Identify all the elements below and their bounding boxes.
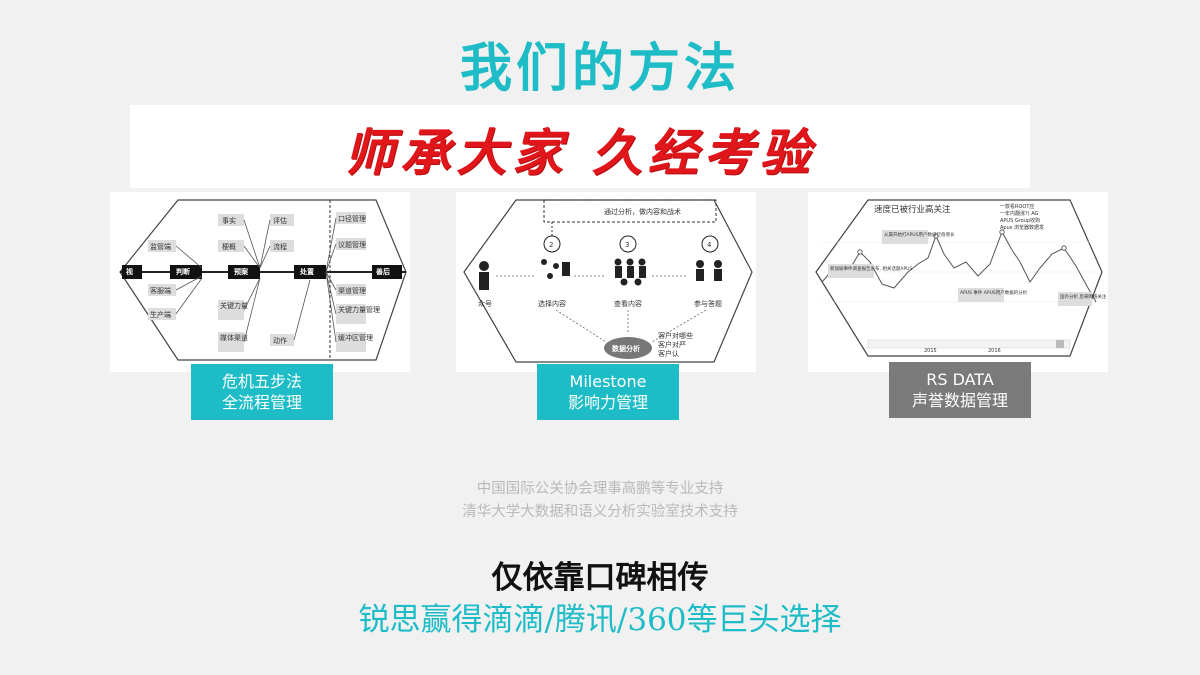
label-milestone-line2: 影响力管理 (567, 393, 648, 412)
rs-annotation-4: 国外分析 后来网络关注 (1060, 293, 1107, 300)
milestone-top-note: 通过分析，做内容和战术 (604, 207, 681, 216)
flow-step-4: 处置 (299, 267, 314, 276)
card-milestone: 通过分析，做内容和战术 2 3 4 众号 选择内容 查看内容 参与答题 (456, 192, 756, 372)
label-rs-line2: 声誉数据管理 (911, 391, 1008, 410)
tagline-word-of-mouth: 仅依靠口碑相传 (491, 560, 709, 596)
rs-axis-year-2: 2016 (988, 348, 1001, 354)
label-milestone-line1: Milestone (569, 372, 647, 391)
crisis-flow-diagram: 视 判断 预案 处置 善后 监管端 客服端 生产端 事实 梗概 关键力量 媒体渠… (119, 199, 407, 361)
milestone-diagram: 通过分析，做内容和战术 2 3 4 众号 选择内容 查看内容 参与答题 (463, 199, 753, 363)
rs-legend-2: 一年内翻涨?) AG (1000, 210, 1039, 217)
rs-legend-3: APUS Group收购 (1000, 217, 1040, 224)
step-number-2: 2 (549, 241, 553, 249)
step-number-4: 4 (707, 241, 712, 249)
credit-line-2: 清华大学大数据和语义分析实验室技术支持 (462, 504, 738, 520)
card-crisis-five-step: 视 判断 预案 处置 善后 监管端 客服端 生产端 事实 梗概 关键力量 媒体渠… (110, 192, 410, 372)
right-box-3: 动作 (273, 336, 287, 345)
left-box-2: 客服端 (150, 286, 171, 295)
flow-step-2: 判断 (176, 267, 190, 276)
rs-annotation-1: 从属开始打APUS用户数排行值增长 (884, 231, 955, 238)
far-right-box-2: 议题管理 (338, 240, 366, 249)
mid-box-2: 梗概 (222, 242, 236, 251)
stage-label-4: 参与答题 (694, 299, 722, 308)
rs-axis-year-1: 2015 (924, 348, 937, 354)
left-box-1: 监管端 (150, 242, 171, 251)
rs-legend-1: 一款看ROOT应 (1000, 203, 1034, 210)
rs-headline: 速度已被行业高关注 (874, 204, 951, 215)
far-right-box-5: 缓冲区管理 (338, 333, 373, 342)
mid-box-1: 事实 (222, 216, 236, 225)
rs-legend-4: Apus 浏览器数据发 (1000, 224, 1044, 231)
rs-annotation-3: APUS 事件 APUS用户数据的分析 (960, 289, 1028, 296)
flow-step-1: 视 (126, 267, 133, 276)
flow-step-3: 预案 (234, 267, 249, 276)
rs-data-chart: 速度已被行业高关注 一款看ROOT应 一年内翻涨?) AG APUS Group… (815, 199, 1107, 357)
credits: 中国国际公关协会理事高鹏等专业支持 清华大学大数据和语义分析实验室技术支持 (0, 478, 1200, 524)
stage-label-2: 选择内容 (538, 299, 566, 308)
slogan-banner: 师承大家 久经考验 (130, 105, 1030, 188)
tagline-clients: 锐思赢得滴滴/腾讯/360等巨头选择 (358, 602, 842, 638)
page-title: 我们的方法 (459, 39, 740, 99)
rs-annotation-2: 新加坡事件调查报告发布, 相关话题APUS (830, 265, 912, 272)
label-crisis-five-step: 危机五步法 全流程管理 (191, 364, 333, 420)
label-crisis-line1: 危机五步法 (221, 372, 302, 391)
right-box-2: 流程 (273, 242, 287, 251)
right-box-1: 评估 (273, 216, 287, 225)
far-right-box-4: 关键力量管理 (338, 305, 380, 314)
label-rs-line1: RS DATA (926, 370, 994, 389)
far-right-box-3: 渠道管理 (338, 286, 366, 295)
label-rs-data: RS DATA 声誉数据管理 (889, 362, 1031, 418)
slogan-text: 师承大家 久经考验 (344, 123, 816, 182)
far-right-box-1: 口径管理 (338, 214, 366, 223)
center-note-2: 客户对严 (658, 340, 686, 349)
label-crisis-line2: 全流程管理 (221, 393, 302, 412)
credit-line-1: 中国国际公关协会理事高鹏等专业支持 (476, 481, 724, 497)
stage-label-3: 查看内容 (614, 299, 642, 308)
flow-step-5: 善后 (376, 267, 390, 276)
label-milestone: Milestone 影响力管理 (537, 364, 679, 420)
center-note-3: 客户认 (658, 349, 679, 358)
step-number-3: 3 (625, 241, 629, 249)
mid-box-4: 媒体渠道 (220, 333, 248, 342)
left-box-3: 生产端 (150, 310, 171, 319)
data-analysis-cloud: 数据分析 (612, 344, 640, 353)
card-rs-data: 速度已被行业高关注 一款看ROOT应 一年内翻涨?) AG APUS Group… (808, 192, 1108, 372)
center-note-1: 客户对哪些 (658, 331, 693, 340)
mid-box-3: 关键力量 (220, 301, 248, 310)
stage-label-1: 众号 (478, 300, 492, 308)
